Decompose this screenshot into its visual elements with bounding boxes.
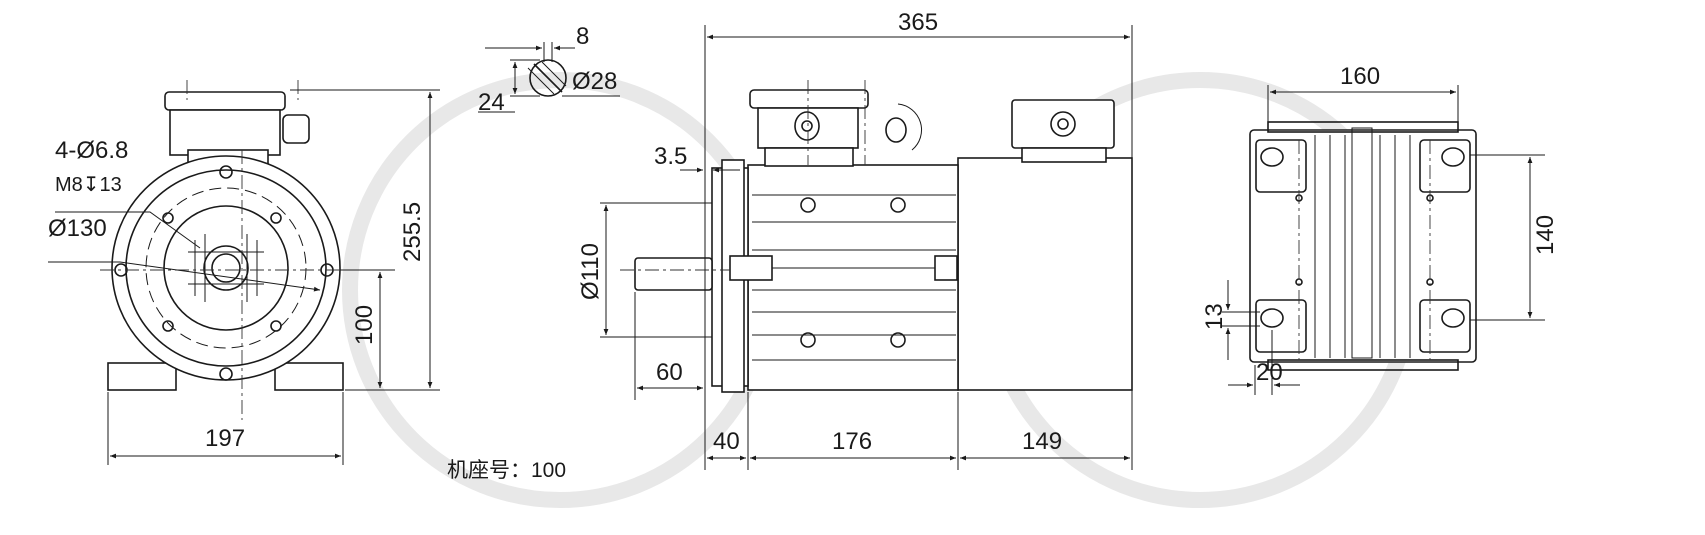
front-view: 4-Ø6.8 M8↧13 Ø130 255.5 100 197 — [48, 80, 440, 465]
label-key-depth: 24 — [478, 89, 505, 116]
label-foot-width: 197 — [205, 425, 245, 452]
label-pcd: Ø130 — [48, 215, 107, 242]
label-shaft-length: 60 — [656, 359, 683, 386]
label-slot-width: 13 — [1201, 303, 1228, 330]
side-view: 365 3.5 Ø110 60 40 176 149 — [577, 9, 1133, 470]
label-slot-offset: 20 — [1256, 359, 1283, 386]
label-bolt-holes: 4-Ø6.8 — [55, 137, 128, 164]
label-foot-span-width: 160 — [1340, 63, 1380, 90]
label-thread: M8↧13 — [55, 174, 122, 196]
shaft-key-detail: 8 Ø28 24 — [478, 23, 620, 116]
frame-size-label: 机座号：100 — [447, 459, 566, 482]
label-shaft-diameter: Ø28 — [572, 68, 617, 95]
label-flange-offset: 3.5 — [654, 143, 687, 170]
label-overall-height: 255.5 — [399, 202, 426, 262]
label-rear-len: 149 — [1022, 428, 1062, 455]
label-foot-len: 176 — [832, 428, 872, 455]
label-overall-length: 365 — [898, 9, 938, 36]
label-front-len: 40 — [713, 428, 740, 455]
label-spigot-diameter: Ø110 — [577, 243, 604, 300]
label-foot-span-length: 140 — [1532, 215, 1559, 255]
label-shaft-height: 100 — [351, 305, 378, 345]
bottom-view: 160 140 13 20 — [1201, 63, 1559, 395]
label-key-width: 8 — [576, 23, 589, 50]
